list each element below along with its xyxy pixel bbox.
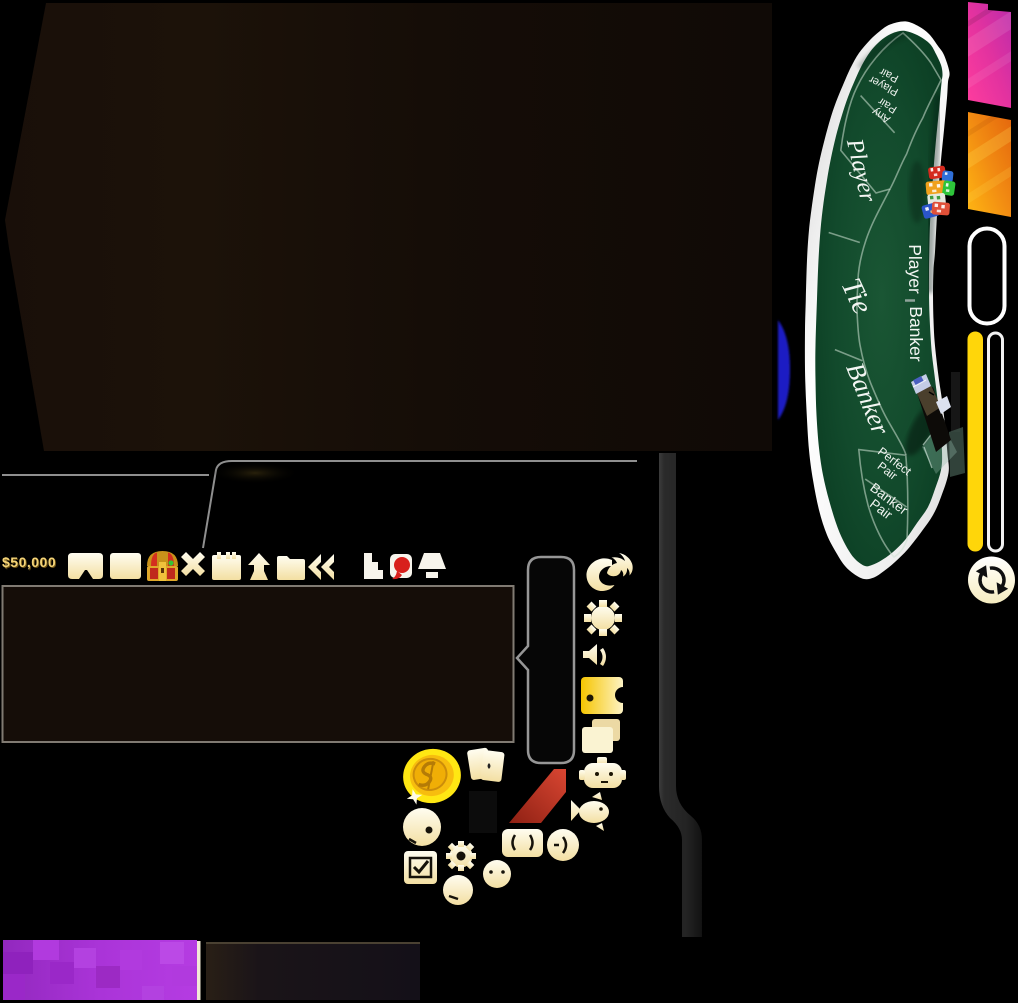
svg-text:$50,000: $50,000 bbox=[3, 555, 57, 571]
svg-text:$50,000: $50,000 bbox=[2, 554, 56, 570]
svg-text:Player: Player bbox=[905, 244, 925, 294]
svg-text:Banker: Banker bbox=[906, 306, 926, 362]
